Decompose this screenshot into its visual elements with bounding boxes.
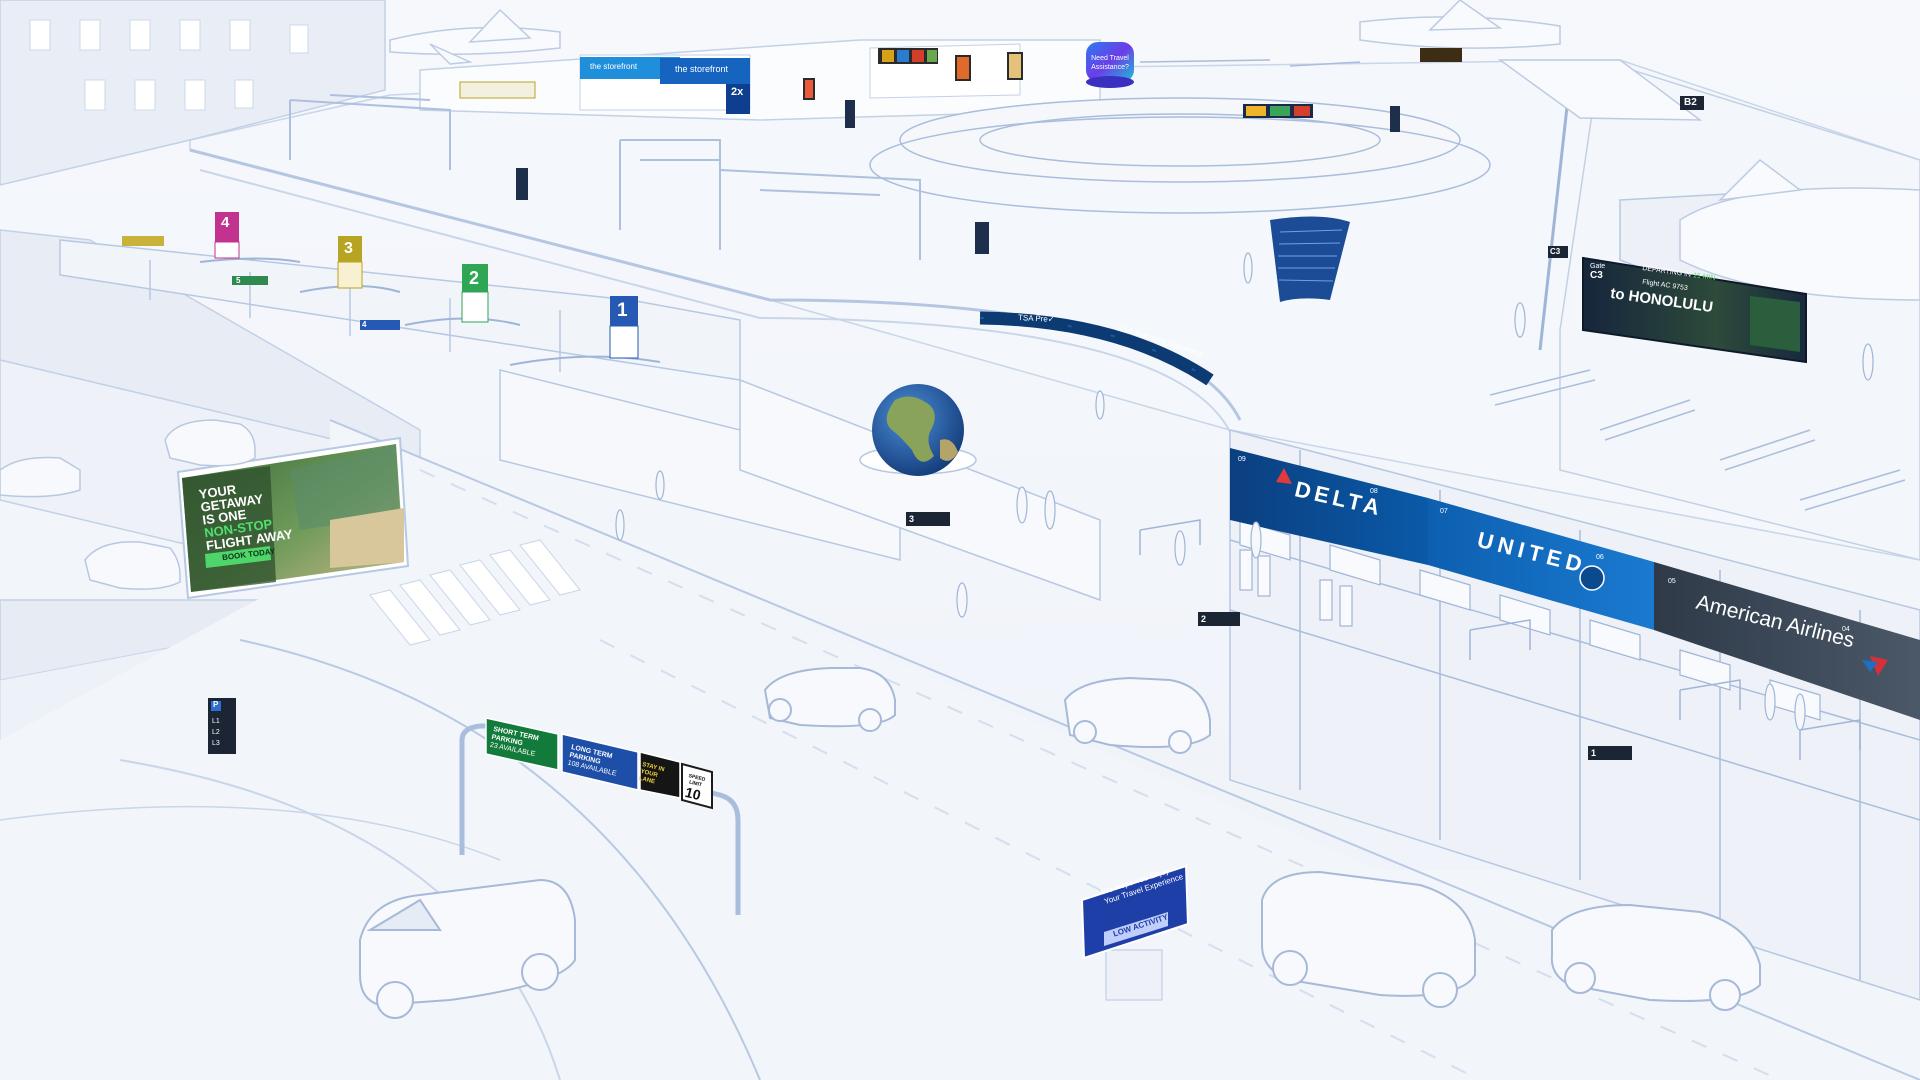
- airplane-top-left: [389, 8, 561, 65]
- aa-door-right: 04: [1842, 626, 1850, 633]
- bar-sign: [1420, 48, 1462, 62]
- carousel-1-number: 1: [617, 300, 628, 321]
- gate-c3-sign: [1548, 246, 1568, 258]
- kiosk-menu-board: [459, 81, 536, 99]
- overhead-flight-board: [1243, 104, 1313, 118]
- delta-door-left: 09: [1238, 456, 1246, 463]
- gate-b2-sign: [1680, 96, 1704, 110]
- farewell-sign: [1080, 864, 1190, 1001]
- assistance-line-2: Assistance?: [1091, 64, 1129, 71]
- zone-5-label: 5: [236, 276, 241, 285]
- vehicle-van-right: [1261, 870, 1476, 1008]
- storefront-banner-right-text: the storefront: [675, 64, 729, 74]
- storefront-banner-left: [580, 57, 680, 79]
- baggage-claim-area: [59, 239, 1101, 602]
- parking-level-1: L1: [212, 718, 220, 725]
- carousel-1-sign: [609, 296, 639, 359]
- vehicle-car-center: [763, 667, 896, 732]
- tsa-checkpoint-bar: [979, 311, 1214, 386]
- billboard-headline: YOUR GETAWAY IS ONE NON-STOP FLIGHT AWAY: [198, 476, 294, 554]
- art-posters: [803, 48, 1023, 100]
- carousel-2-number: 2: [469, 268, 480, 288]
- gate-seating: [1139, 59, 1906, 511]
- parking-level-sign: [208, 698, 236, 754]
- gate-b2-label: B2: [1684, 97, 1697, 108]
- crosswalk: [369, 539, 581, 646]
- gate-display-gate-label: Gate: [1590, 263, 1606, 270]
- united-door-left: 07: [1440, 508, 1448, 515]
- pedestrians: [615, 252, 1874, 731]
- hanging-direction-signs: [906, 512, 1632, 760]
- vehicle-van-left: [359, 878, 576, 1019]
- parking-level-3: L3: [212, 740, 220, 747]
- zone-2-label: 2: [1201, 614, 1207, 624]
- sign-long-term-parking: [561, 733, 639, 791]
- sign-speed-limit: [681, 762, 713, 810]
- gate-display-gate-value: C3: [1590, 270, 1603, 281]
- airplane-right: [1679, 159, 1920, 301]
- storefront-banner-left-text: the storefront: [590, 62, 638, 71]
- airline-banner-delta: [1230, 448, 1428, 565]
- assistance-line-1: Need Travel: [1091, 55, 1129, 62]
- parking-level-2: L2: [212, 729, 220, 736]
- wall-screens: [516, 100, 1400, 254]
- parking-levels: L1 L2 L3: [212, 716, 220, 749]
- united-door-right: 06: [1596, 554, 1604, 561]
- assistance-kiosk-text: Need Travel Assistance?: [1090, 54, 1130, 72]
- airplane-top-right: [1359, 0, 1703, 121]
- carousel-2-sign: [461, 264, 489, 323]
- gate-departure-display: [1582, 256, 1807, 364]
- airline-banner-united: [1428, 498, 1654, 630]
- assistance-kiosk[interactable]: [1086, 42, 1134, 88]
- aa-door-left: 05: [1668, 578, 1676, 585]
- storefront-promo-text: 2x: [731, 86, 744, 98]
- highway-gantry: [459, 723, 741, 915]
- carousel-3-number: 3: [344, 240, 353, 257]
- storefront-promo-panel: [726, 84, 750, 114]
- flight-info-display: [1270, 216, 1350, 302]
- sign-short-term-parking: [485, 717, 559, 771]
- parked-cars-garage: [0, 419, 256, 590]
- getaway-billboard[interactable]: [176, 436, 410, 600]
- terminal-building-left: [0, 0, 386, 186]
- zone-4-label: 4: [362, 320, 367, 329]
- zone-1-label: 1: [1591, 748, 1597, 758]
- storefront-banner-right: [660, 58, 750, 84]
- delta-door-right: 08: [1370, 488, 1378, 495]
- zone-markers-baggage: [122, 236, 400, 330]
- vehicle-car-right: [1063, 676, 1211, 754]
- gate-display-gate: Gate C3: [1590, 262, 1606, 281]
- vehicle-car-far-right: [1550, 903, 1761, 1011]
- check-in-kiosks: [1239, 549, 1353, 627]
- carousel-4-number: 4: [221, 214, 230, 231]
- oval-lounge: [869, 97, 1491, 214]
- sign-stay-in-lane: [639, 751, 681, 799]
- carousel-3-sign: [337, 236, 363, 289]
- queue-stanchions: [1139, 519, 1861, 760]
- airline-banner-american: [1654, 562, 1920, 720]
- pergola-frames: [289, 94, 921, 260]
- tsa-pre-label: TSA Pre✓: [1017, 313, 1055, 324]
- gate-c3-label: C3: [1550, 247, 1561, 256]
- carousel-4-sign: [214, 212, 240, 259]
- zone-3-label: 3: [909, 514, 915, 524]
- globe-sculpture[interactable]: [859, 384, 977, 476]
- parking-icon: P: [213, 700, 219, 709]
